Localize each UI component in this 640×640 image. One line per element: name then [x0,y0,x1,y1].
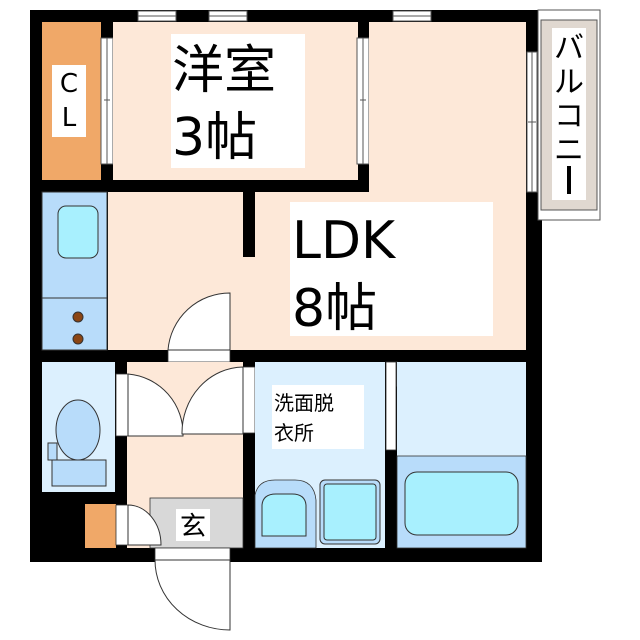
toilet-bowl [55,399,101,461]
western-room-name: 洋室 [172,41,276,101]
entrance-label: 玄 [180,512,206,542]
bathtub [404,471,519,536]
toilet-door-frame [115,373,129,437]
closet-label-l: L [62,103,77,133]
toilet-door-swing[interactable] [127,373,184,437]
shoe-closet-door-frame [115,504,129,546]
stove-burner [72,311,84,323]
partition-wall [243,192,255,257]
vanity-basin [261,493,307,537]
front-door-frame [154,547,231,561]
balcony-char: ル [554,65,584,100]
western-room-label-bg [171,34,305,168]
washroom-door-swing[interactable] [181,366,244,435]
washroom-label-bg [272,385,364,449]
toilet-paper-holder [47,442,58,461]
western-room-size: 3帖 [172,108,257,168]
ldk-door-swing[interactable] [167,292,231,351]
shoe-closet-door-swing[interactable] [127,504,162,546]
kitchen-sink [57,205,99,259]
stove-burner [72,333,84,345]
ldk-name: LDK [292,211,397,271]
washroom-label-line2: 衣所 [274,421,314,445]
bath-door[interactable] [385,361,397,451]
balcony-char: ニ [554,133,584,168]
balcony-char: バ [554,31,584,66]
washroom-door-frame [242,366,256,434]
balcony-long-vowel [567,166,571,194]
ldk-upper [369,22,526,190]
ldk-door-frame [167,349,231,363]
bathroom-wash-area [397,362,526,456]
entrance-label-bg [176,509,210,541]
front-door-swing[interactable] [154,559,231,631]
balcony-char: コ [554,99,584,134]
ldk-label-bg [290,202,493,336]
toilet-tank [51,459,107,487]
closet-label-c: C [60,69,78,99]
washing-machine [323,483,377,541]
washroom-label-line1: 洗面脱 [274,391,334,415]
closet-label-bg [52,65,86,137]
shoe-closet [85,504,116,548]
ldk-size: 8帖 [292,279,377,339]
